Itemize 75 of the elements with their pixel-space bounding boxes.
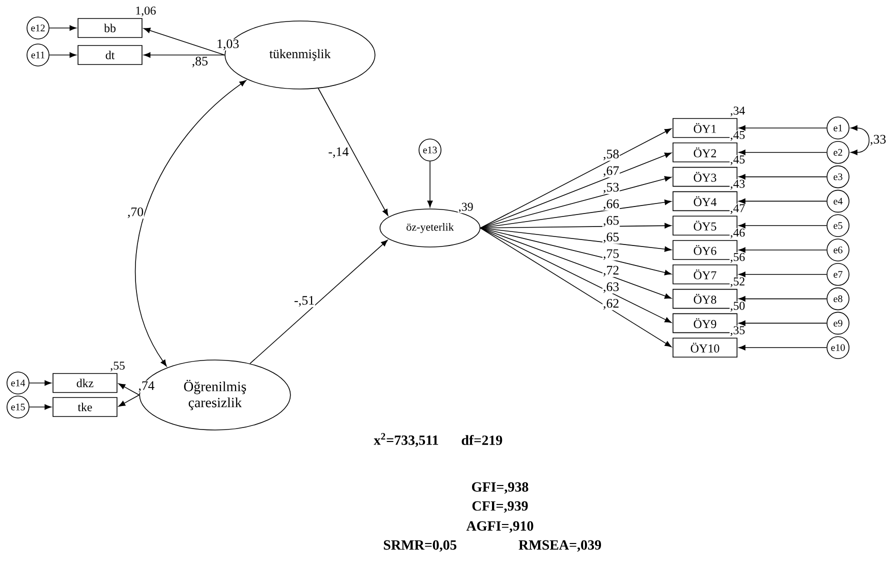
arrow <box>250 240 388 364</box>
indicator-box: tke <box>52 397 118 417</box>
arrow <box>118 383 140 396</box>
arrow <box>49 25 76 31</box>
arrow <box>738 344 827 350</box>
arrow <box>738 247 827 253</box>
coefficient-label: ,56 <box>730 252 746 264</box>
edge-label: ,74 <box>138 381 154 392</box>
edge-label: ,53 <box>603 182 619 194</box>
arrow <box>118 394 140 407</box>
edge-label: ,72 <box>603 266 619 276</box>
arrow <box>738 198 827 204</box>
indicator-box: bb <box>78 18 142 38</box>
arrow <box>480 228 672 323</box>
arrow <box>480 222 672 228</box>
arrow <box>49 52 76 58</box>
arrow <box>738 150 827 156</box>
arrow <box>480 200 672 228</box>
arrow <box>738 174 827 180</box>
edge-label: -,51 <box>294 296 314 307</box>
edge-label: ,75 <box>603 249 619 260</box>
fit-statistic: CFI=,939 <box>472 501 528 513</box>
covariance-arc <box>135 80 246 367</box>
fit-statistic: AGFI=,910 <box>466 521 534 533</box>
arrow <box>738 125 827 131</box>
arrow <box>480 228 672 276</box>
edge-label: -,14 <box>328 147 349 158</box>
coefficient-label: ,55 <box>110 361 126 372</box>
edge-label: ,70 <box>128 207 144 218</box>
arrow <box>480 176 672 228</box>
fit-statistic: df=219 <box>462 435 502 445</box>
coefficient-label: ,47 <box>730 204 746 214</box>
edge-label: ,62 <box>603 299 619 310</box>
coefficient-label: ,39 <box>458 202 474 214</box>
arrow <box>144 28 226 56</box>
coefficient-label: 1,06 <box>134 6 157 17</box>
edge-label: 1,03 <box>218 39 239 50</box>
edge-label: ,33 <box>870 134 886 146</box>
arrow <box>738 272 827 278</box>
arrow <box>480 228 672 348</box>
coefficient-label: ,52 <box>730 276 746 288</box>
fit-statistic: SRMR=0,05 <box>384 540 456 552</box>
coefficient-label: ,46 <box>730 228 746 239</box>
indicator-box: dt <box>78 45 142 65</box>
arrow <box>480 228 672 299</box>
arrow <box>427 161 433 208</box>
coefficient-label: ,45 <box>730 154 746 166</box>
covariance-arc <box>850 125 870 156</box>
edge-label: ,66 <box>603 199 619 210</box>
arrow <box>738 222 827 228</box>
fit-statistic: x$^{2}$=733,511 <box>374 433 438 447</box>
edge-label: ,65 <box>603 232 619 244</box>
edge-label: ,85 <box>192 56 208 68</box>
arrow <box>29 380 52 386</box>
fit-statistic: GFI=,938 <box>472 482 528 494</box>
arrow <box>144 52 226 58</box>
coefficient-label: ,45 <box>730 130 746 142</box>
edge-label: ,67 <box>603 166 619 177</box>
indicator-box: ÖY10 <box>672 338 738 358</box>
coefficient-label: ,34 <box>730 106 746 117</box>
edge-label: ,58 <box>603 150 619 160</box>
arrow <box>480 128 672 228</box>
coefficient-label: ,43 <box>730 179 746 190</box>
arrow <box>318 88 388 216</box>
edge-label: ,65 <box>603 216 619 227</box>
coefficient-label: ,35 <box>730 326 746 336</box>
arrow <box>29 404 52 410</box>
arrow <box>738 296 827 302</box>
arrow <box>480 228 672 252</box>
coefficient-label: ,50 <box>730 301 746 312</box>
edge-label: ,63 <box>603 282 619 294</box>
arrow <box>480 152 672 228</box>
fit-statistic: RMSEA=,039 <box>518 540 602 552</box>
arrow <box>738 320 827 326</box>
indicator-box: dkz <box>52 373 118 393</box>
